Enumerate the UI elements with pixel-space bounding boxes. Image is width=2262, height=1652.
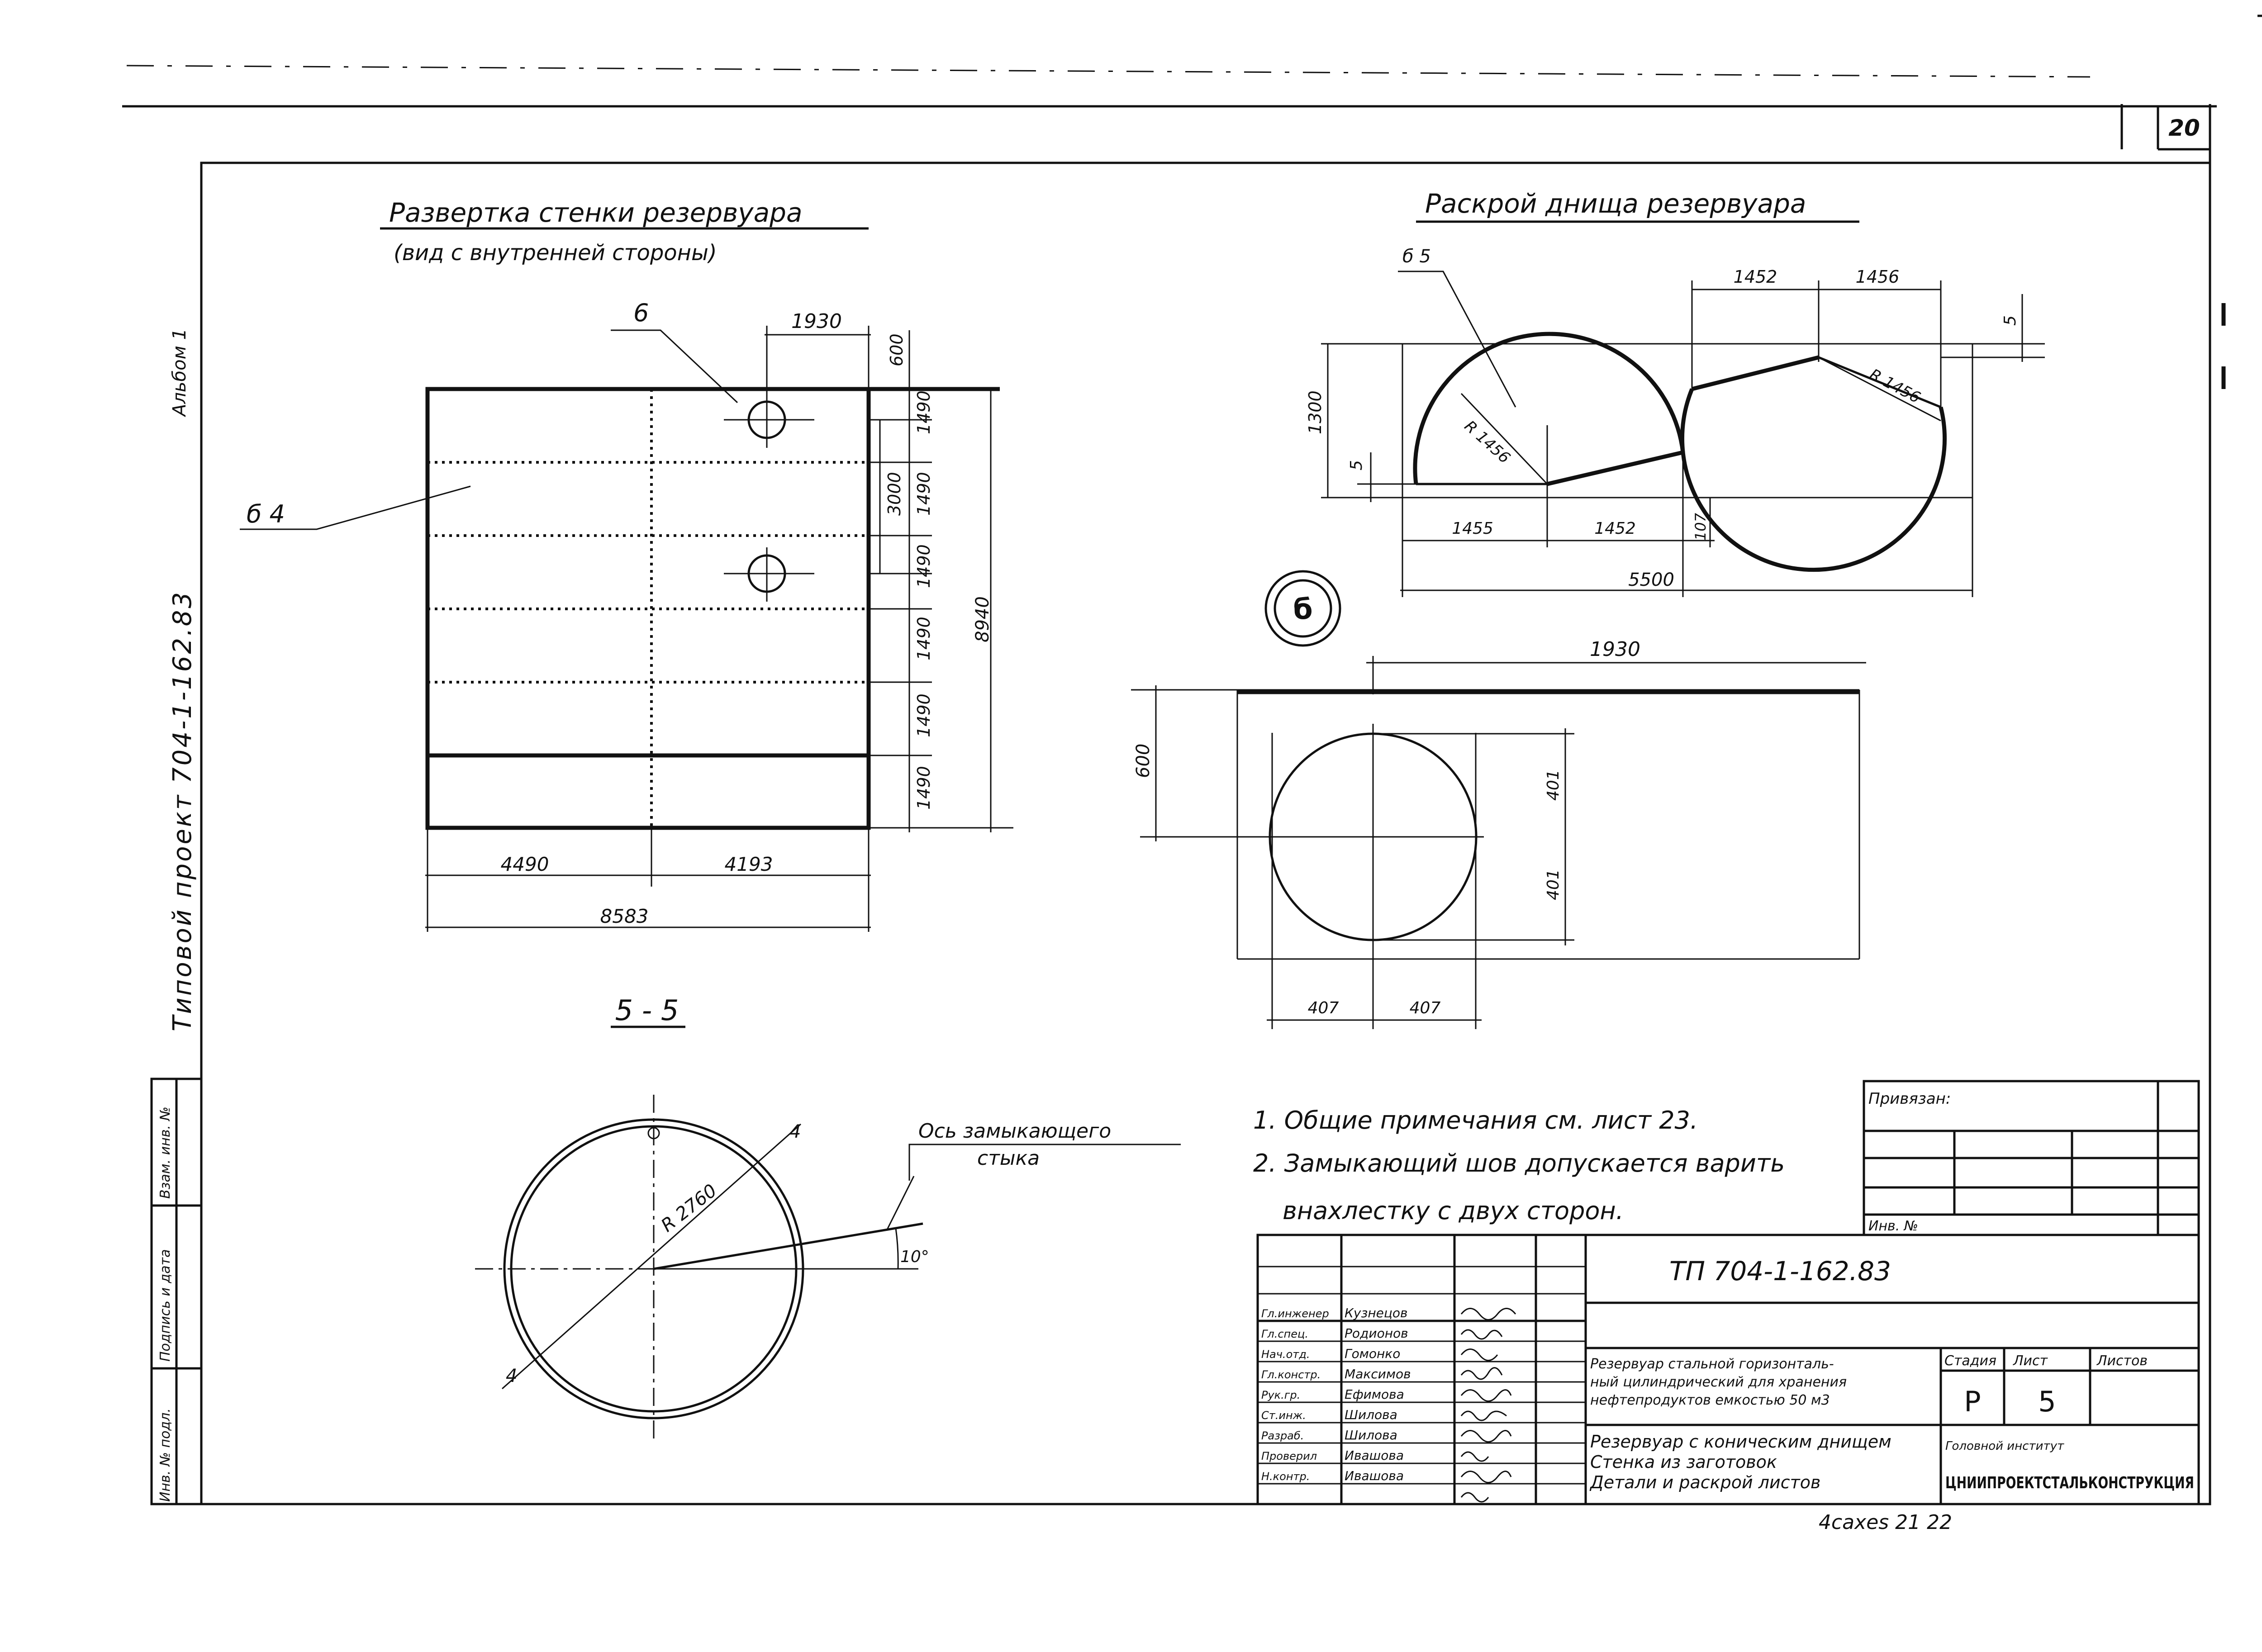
person-name-3: Гомонко (1345, 1346, 1400, 1361)
person-role-6: Ст.инж. (1261, 1409, 1306, 1422)
person-role-4: Гл.констр. (1261, 1368, 1321, 1381)
person-role-9: Н.контр. (1261, 1470, 1310, 1483)
person-name-9: Ивашова (1345, 1468, 1404, 1483)
person-name-1: Кузнецов (1345, 1305, 1408, 1320)
wall-dim-3000: 3000 (884, 472, 904, 516)
person-role-3: Нач.отд. (1261, 1348, 1310, 1361)
bottom-dim-bottom-mid: 1452 (1594, 519, 1636, 538)
person-name-2: Родионов (1345, 1326, 1408, 1341)
detail-dim-bottom-right: 407 (1410, 999, 1441, 1017)
title-block (1256, 1234, 2200, 1505)
person-name-5: Ефимова (1345, 1387, 1404, 1402)
person-name-4: Максимов (1345, 1367, 1411, 1381)
detail-marker: б (1293, 593, 1312, 626)
bottom-dim-right-small: 5 (2001, 315, 2020, 326)
wall-dim-row-3: 1490 (914, 544, 934, 588)
wall-dim-top: 1930 (791, 310, 842, 333)
wall-dim-row-6: 1490 (914, 766, 934, 810)
bottom-dim-height: 1300 (1305, 390, 1325, 434)
note-line-1: 1. Общие примечания см. лист 23. (1253, 1106, 1698, 1135)
bottom-dim-bottom-small: 107 (1692, 513, 1709, 541)
value-stage: Р (1964, 1385, 1981, 1418)
person-role-1: Гл.инженер (1261, 1307, 1329, 1320)
header-stage: Стадия (1944, 1353, 1996, 1369)
sheet-title-line-3: Детали и раскрой листов (1589, 1472, 1820, 1492)
detail-b: б 1930 600 401 401 407 407 (1131, 570, 1866, 1029)
title-block-code: ТП 704-1-162.83 (1669, 1256, 1891, 1286)
description-line-3: нефтепродуктов емкостью 50 м3 (1590, 1392, 1830, 1408)
scan-artifacts (122, 14, 2262, 108)
note-line-2: 2. Замыкающий шов допускается варить (1253, 1149, 1785, 1177)
strip-cell-2: Подпись и дата (157, 1249, 173, 1362)
section-5-5: 5 - 5 R 2760 4 4 10° Ось замыкающего сты… (475, 994, 1181, 1438)
album-label: Альбом 1 (169, 328, 190, 418)
section-angle: 10° (900, 1248, 929, 1266)
section-thickness-top: 4 (789, 1121, 801, 1142)
closing-axis-label-1: Ось замыкающего (918, 1120, 1111, 1143)
org-small: Головной институт (1945, 1439, 2064, 1453)
privyazan-label: Привязан: (1868, 1090, 1951, 1108)
person-name-7: Шилова (1345, 1428, 1397, 1443)
person-role-5: Рук.гр. (1261, 1389, 1300, 1401)
bottom-dim-bottom-left: 1455 (1452, 519, 1493, 538)
wall-dim-row-5: 1490 (914, 693, 934, 737)
wall-dim-bottom-right: 4193 (725, 853, 773, 875)
header-sheet: Лист (2013, 1353, 2048, 1369)
section-radius: R 2760 (657, 1180, 721, 1236)
person-role-8: Проверил (1261, 1450, 1317, 1462)
wall-subtitle: (вид с внутренней стороны) (394, 240, 717, 266)
wall-development: Развертка стенки резервуара (вид с внутр… (240, 197, 1013, 932)
left-stamp-strip (150, 1078, 203, 1505)
detail-dim-radius-up: 401 (1544, 769, 1563, 801)
wall-dim-total-height: 8940 (972, 596, 993, 642)
header-sheets: Листов (2096, 1353, 2148, 1369)
wall-dim-row-4: 1490 (914, 617, 934, 660)
privyazan-inv-label: Инв. № (1868, 1218, 1918, 1234)
section-title: 5 - 5 (615, 994, 679, 1027)
bottom-radius-left: R 1456 (1461, 417, 1514, 467)
wall-dim-total-width: 8583 (600, 905, 649, 927)
general-notes: 1. Общие примечания см. лист 23. 2. Замы… (1253, 1106, 1785, 1225)
sheet-title-line-2: Стенка из заготовок (1590, 1452, 1777, 1472)
bottom-dim-left-small: 5 (1347, 460, 1366, 470)
bottom-dim-top-right: 1456 (1856, 267, 1900, 287)
callout-6: 6 (633, 299, 649, 327)
person-role-2: Гл.спец. (1261, 1328, 1308, 1340)
bottom-dim-top-left: 1452 (1734, 267, 1777, 287)
strip-cell-1: Взам. инв. № (157, 1106, 173, 1199)
person-name-6: Шилова (1345, 1407, 1397, 1422)
value-sheet: 5 (2038, 1385, 2056, 1418)
wall-dim-600: 600 (887, 333, 907, 366)
closing-axis-label-2: стыка (977, 1147, 1040, 1170)
description-line-2: ный цилиндрический для хранения (1590, 1374, 1847, 1390)
sheet-number: 20 (2168, 115, 2200, 141)
wall-title: Развертка стенки резервуара (389, 197, 803, 228)
section-thickness-bottom: 4 (506, 1366, 517, 1386)
callout-b4: б 4 (247, 500, 285, 528)
wall-dim-bottom-left: 4490 (501, 853, 549, 875)
wall-dim-row-1: 1490 (914, 390, 934, 434)
bottom-dim-total: 5500 (1628, 570, 1674, 590)
bottom-cutting: Раскрой днища резервуара б 5 1452 1456 5 (1305, 188, 2045, 597)
side-project-label: Типовой проект 704-1-162.83 (168, 590, 197, 1031)
bottom-title: Раскрой днища резервуара (1425, 188, 1806, 219)
person-name-8: Ивашова (1345, 1448, 1404, 1463)
person-role-7: Разраб. (1261, 1429, 1304, 1442)
drawing-frame (200, 104, 2226, 1505)
stamp-number: 4caxes 21 22 (1819, 1511, 1952, 1534)
detail-dim-height: 600 (1133, 744, 1154, 778)
wall-dim-row-2: 1490 (914, 472, 934, 516)
bottom-callout: б 5 (1402, 246, 1431, 267)
detail-dim-radius-down: 401 (1544, 869, 1563, 900)
description-line-1: Резервуар стальной горизонталь- (1590, 1356, 1834, 1372)
detail-dim-bottom-left: 407 (1308, 999, 1339, 1017)
strip-cell-3: Инв. № подл. (157, 1408, 173, 1502)
detail-dim-top: 1930 (1590, 638, 1640, 661)
org-name: ЦНИИПРОЕКТСТАЛЬКОНСТРУКЦИЯ (1945, 1474, 2194, 1492)
note-line-3: внахлестку с двух сторон. (1283, 1196, 1624, 1225)
sheet-title-line-1: Резервуар с коническим днищем (1590, 1432, 1891, 1452)
